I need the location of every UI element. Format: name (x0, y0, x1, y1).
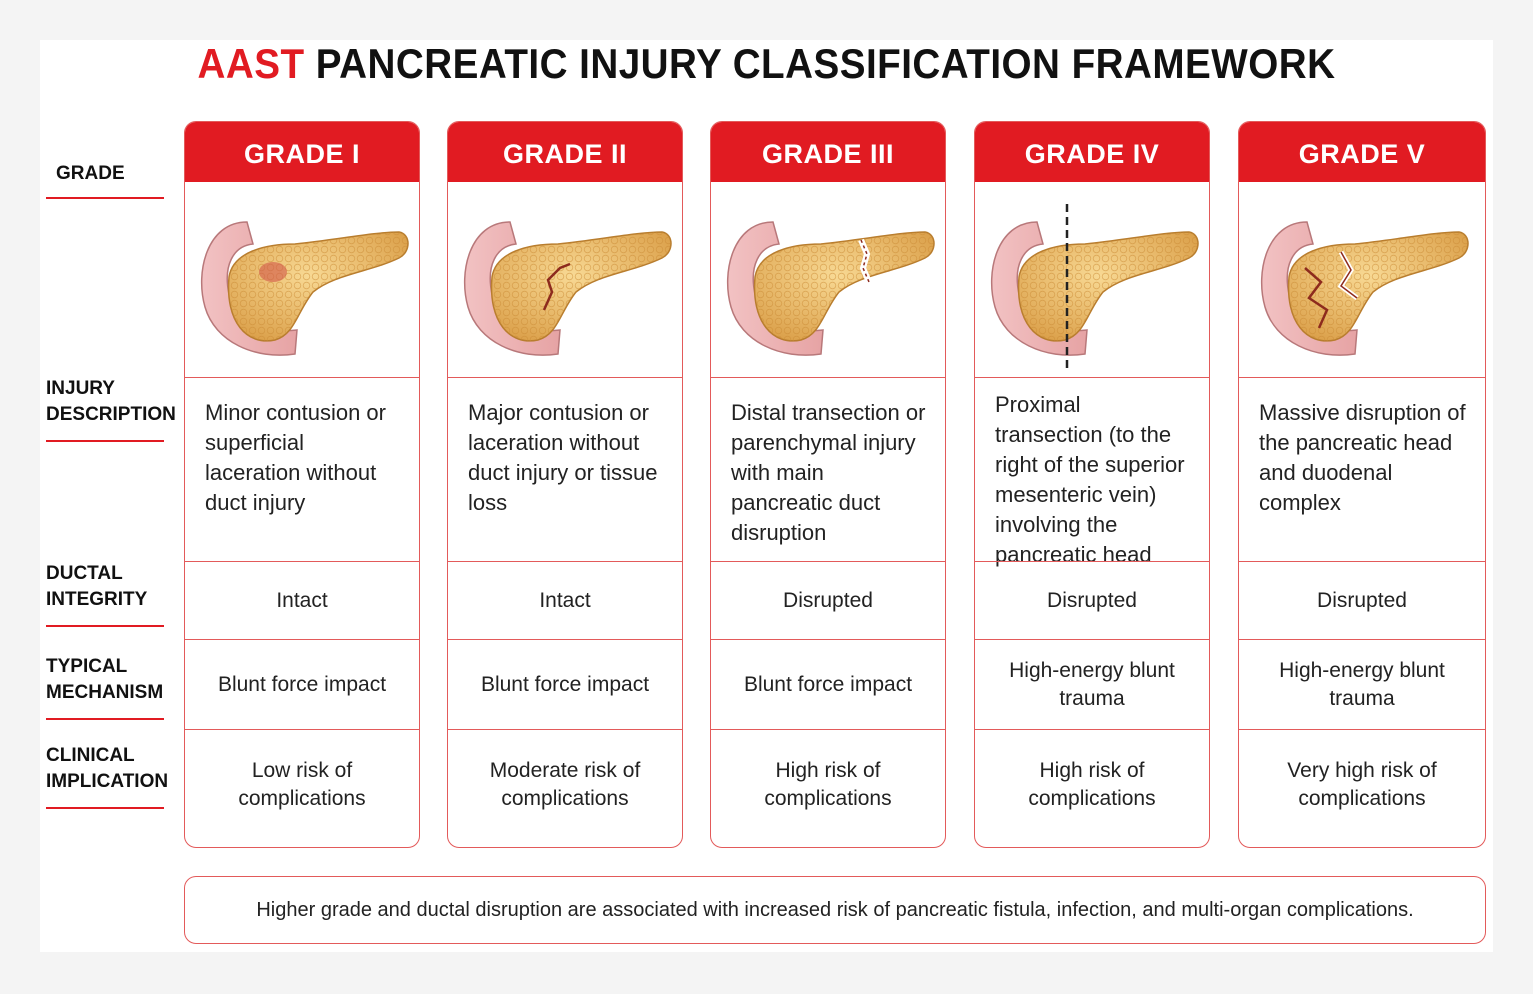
clinical-implication: Very high risk of complications (1239, 729, 1485, 847)
clinical-implication: Moderate risk of complications (448, 729, 682, 847)
row-label-rule (46, 197, 164, 199)
grade-column-3: GRADE III Distal transection or parenchy… (710, 121, 946, 848)
grade-column-1: GRADE I Minor contusion or superficial l… (184, 121, 420, 848)
pancreas-laceration-icon (463, 221, 672, 356)
injury-description: Proximal transection (to the right of th… (975, 377, 1209, 567)
injury-description: Massive disruption of the pancreatic hea… (1239, 377, 1485, 562)
ductal-integrity: Disrupted (711, 561, 945, 640)
row-label-rule (46, 625, 164, 627)
footer-text: Higher grade and ductal disruption are a… (256, 898, 1414, 921)
footer-note: Higher grade and ductal disruption are a… (184, 876, 1486, 944)
grade-header: GRADE IV (975, 122, 1209, 182)
row-label-ductal: DUCTAL INTEGRITY (46, 561, 164, 627)
row-label-rule (46, 440, 164, 442)
row-label-ductal-text: DUCTAL INTEGRITY (46, 563, 148, 610)
pancreas-illustration (1239, 182, 1485, 378)
row-label-grade: GRADE (46, 161, 164, 199)
pancreas-distal-transection-icon (726, 221, 935, 356)
typical-mechanism: Blunt force impact (448, 639, 682, 730)
clinical-implication: High risk of complications (711, 729, 945, 847)
row-label-injury: INJURY DESCRIPTION (46, 376, 176, 442)
page-title: AAST PANCREATIC INJURY CLASSIFICATION FR… (61, 40, 1471, 88)
grade-header: GRADE II (448, 122, 682, 182)
grade-column-4: GRADE IV Proximal transection (to the ri… (974, 121, 1210, 848)
pancreas-illustration (711, 182, 945, 378)
ductal-integrity: Disrupted (1239, 561, 1485, 640)
row-label-grade-text: GRADE (56, 163, 125, 184)
injury-description: Distal transection or parenchymal injury… (711, 377, 945, 562)
row-label-mechanism: TYPICAL MECHANISM (46, 654, 164, 720)
row-label-clinical: CLINICAL IMPLICATION (46, 743, 168, 809)
row-label-clinical-text: CLINICAL IMPLICATION (46, 745, 169, 792)
row-label-injury-text: INJURY DESCRIPTION (46, 378, 176, 425)
injury-description: Minor contusion or superficial laceratio… (185, 377, 419, 562)
pancreas-illustration (448, 182, 682, 378)
pancreas-illustration (185, 182, 419, 378)
grade-column-2: GRADE II Major contusion or laceration w… (447, 121, 683, 848)
typical-mechanism: High-energy blunt trauma (1239, 639, 1485, 730)
pancreas-contusion-icon (200, 221, 409, 356)
title-accent: AAST (197, 40, 305, 87)
ductal-integrity: Intact (448, 561, 682, 640)
grade-header: GRADE V (1239, 122, 1485, 182)
clinical-implication: High risk of complications (975, 729, 1209, 847)
grade-column-5: GRADE V Massive disruption of the pancre… (1238, 121, 1486, 848)
row-label-rule (46, 718, 164, 720)
title-text: PANCREATIC INJURY CLASSIFICATION FRAMEWO… (315, 40, 1336, 87)
typical-mechanism: Blunt force impact (711, 639, 945, 730)
grade-header: GRADE I (185, 122, 419, 182)
ductal-integrity: Disrupted (975, 561, 1209, 640)
injury-description: Major contusion or laceration without du… (448, 377, 682, 562)
grade-header: GRADE III (711, 122, 945, 182)
typical-mechanism: High-energy blunt trauma (975, 639, 1209, 730)
clinical-implication: Low risk of complications (185, 729, 419, 847)
pancreas-proximal-transection-icon (990, 204, 1199, 368)
typical-mechanism: Blunt force impact (185, 639, 419, 730)
pancreas-illustration (975, 182, 1209, 378)
row-label-mechanism-text: TYPICAL MECHANISM (46, 656, 164, 703)
row-label-rule (46, 807, 164, 809)
pancreas-massive-disruption-icon (1260, 221, 1469, 356)
ductal-integrity: Intact (185, 561, 419, 640)
